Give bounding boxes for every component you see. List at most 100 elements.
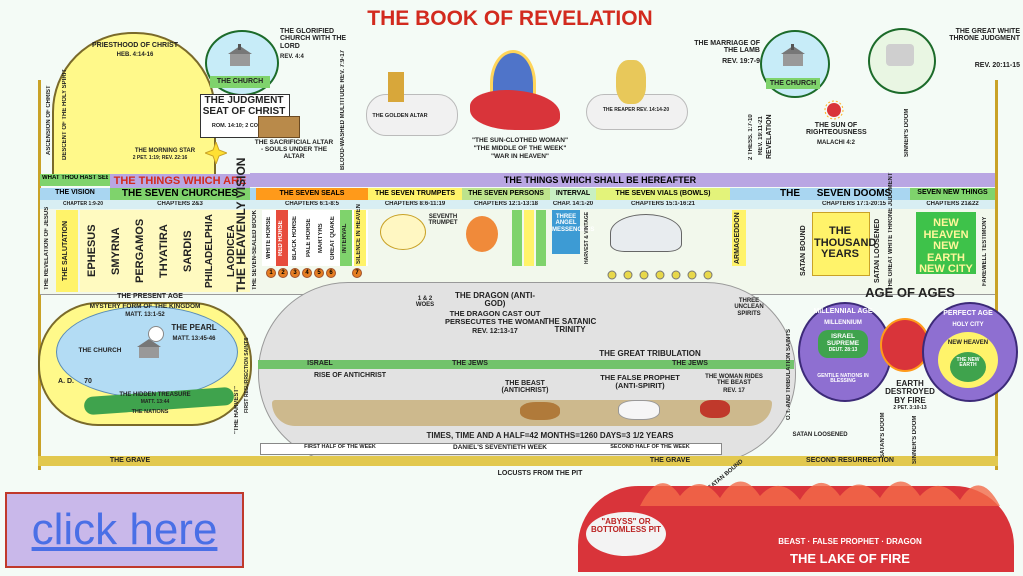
rev19-label: REV. 19:11-21 xyxy=(758,116,764,155)
glorified-label: THE GLORIFIED CHURCH WITH THE LORD xyxy=(280,28,347,50)
band-hereafter-bg xyxy=(250,173,995,187)
glorified-ref: REV. 4:4 xyxy=(280,54,304,60)
altar-icon xyxy=(258,116,300,138)
armageddon-label: ARMAGEDDON xyxy=(734,212,741,264)
tribulation-ellipse xyxy=(258,282,796,464)
lamb-beast-figure xyxy=(618,400,660,420)
middle-week-label: "THE MIDDLE OF THE WEEK" xyxy=(473,145,567,152)
seal-interval: INTERVAL xyxy=(342,223,348,253)
band-the: THE xyxy=(780,188,800,199)
second-resurrection-label: SECOND RESURRECTION xyxy=(806,457,894,464)
israel-supreme-bg xyxy=(818,330,868,358)
priesthood-label: PRIESTHOOD OF CHRIST xyxy=(92,42,178,49)
band-new-things-bg xyxy=(910,188,995,200)
ad-label: A. D. xyxy=(58,378,74,385)
church-label-right: THE CHURCH xyxy=(769,80,817,87)
church-label-right-bg xyxy=(766,78,820,89)
satanic-trinity-label: THE SATANIC TRINITY xyxy=(543,317,597,335)
woes-label: 1 & 2 WOES xyxy=(415,296,435,309)
beast-fp-label: BEAST · FALSE PROPHET · DRAGON xyxy=(778,537,922,546)
false-prophet-label: THE FALSE PROPHET (ANTI-SPIRIT) xyxy=(600,373,680,390)
new-heaven-right-label: NEW HEAVEN xyxy=(947,340,989,346)
band-seven-vials: THE SEVEN VIALS (BOWLS) xyxy=(615,190,711,197)
church-ephesus: EPHESUS xyxy=(86,224,98,278)
descent-label: DESCENT OF THE HOLY SPIRIT xyxy=(62,68,68,160)
sun-woman-label: "THE SUN-CLOTHED WOMAN" xyxy=(471,137,569,144)
beast-label: THE BEAST (ANTICHRIST) xyxy=(501,380,549,395)
mid-church-label: THE CHURCH xyxy=(78,347,122,354)
church-philadelphia: PHILADELPHIA xyxy=(204,214,215,288)
three-angel-label: THREE ANGEL MESSENGERS xyxy=(552,214,595,233)
first-resurrection-label: FIRST RESURRECTION SAINTS xyxy=(244,337,250,413)
great-throne-ref: REV. 20:11-15 xyxy=(974,62,1020,69)
great-throne-label: THE GREAT WHITE THRONE JUDGMENT xyxy=(949,28,1020,43)
grave-right-label: THE GRAVE xyxy=(649,457,691,464)
thousand-years-bg xyxy=(812,212,870,276)
golden-altar-icon xyxy=(388,72,404,102)
rise-antichrist-label: RISE OF ANTICHRIST xyxy=(313,372,387,379)
chapter-row-bg xyxy=(40,200,995,209)
band-seven-seals: THE SEVEN SEALS xyxy=(279,190,345,197)
seal-white-horse: WHITE HORSE xyxy=(266,216,272,260)
dragon-cast-label: THE DRAGON CAST OUT PERSECUTES THE WOMAN xyxy=(444,309,545,326)
locusts-label: LOCUSTS FROM THE PIT xyxy=(497,470,583,477)
band-things-are-bg xyxy=(110,174,250,188)
marriage-label: THE MARRIAGE OF THE LAMB xyxy=(694,40,760,55)
millennium-label: MILLENNIUM xyxy=(824,320,862,326)
chapter-15: CHAPTERS 15:1-16:21 xyxy=(630,201,696,207)
seal-number-2: 2 xyxy=(278,268,288,278)
lake-label: THE LAKE OF FIRE xyxy=(790,551,910,566)
age-of-ages-label: AGE OF AGES xyxy=(865,285,955,300)
war-heaven-label: "WAR IN HEAVEN" xyxy=(490,153,550,160)
band-interval-bg xyxy=(550,188,596,200)
times-label: TIMES, TIME AND A HALF=42 MONTHS=1260 DA… xyxy=(426,431,674,440)
band-seals-bg xyxy=(256,188,368,200)
judgment-seat-label: THE JUDGMENT SEAT OF CHRIST xyxy=(202,95,286,117)
armageddon-col-bg xyxy=(732,210,746,266)
new-heaven-label: NEW HEAVEN NEW EARTH NEW CITY xyxy=(919,217,973,276)
nations-label: THE NATIONS xyxy=(131,409,169,415)
chapter-8: CHAPTERS 8:6-11:19 xyxy=(384,201,446,207)
reaper-figure xyxy=(616,60,646,104)
woman-beast-figure xyxy=(700,400,730,418)
present-age-label: THE PRESENT AGE xyxy=(117,293,183,300)
ad-year: 70 xyxy=(84,378,92,385)
church-building-right-icon xyxy=(778,44,808,66)
band-vials-bg xyxy=(596,188,730,200)
grave-left-label: THE GRAVE xyxy=(109,457,151,464)
chapter-12: CHAPTERS 12:1-13:18 xyxy=(473,201,539,207)
satans-doom-label: SATAN'S DOOM xyxy=(880,412,886,458)
band-what-thou: WHAT THOU HAST SEEN xyxy=(42,175,108,181)
dragon-label: THE DRAGON (ANTI-GOD) xyxy=(455,291,535,309)
sun-ref: MALACHI 4:2 xyxy=(816,140,855,146)
jews-right-label: THE JEWS xyxy=(672,360,708,367)
star-icon xyxy=(203,140,229,166)
sacrificial-label: THE SACRIFICIAL ALTAR - SOULS UNDER THE … xyxy=(254,139,334,160)
col-seven-sealed: THE SEVEN-SEALED BOOK xyxy=(252,209,258,290)
band-seven-dooms: SEVEN DOOMS xyxy=(816,188,892,199)
israel-supreme-label: ISRAEL SUPREME xyxy=(826,333,860,347)
click-here-link[interactable]: click here xyxy=(5,492,244,568)
col-salutation: THE SALUTATION xyxy=(62,221,69,282)
earth-ref: 2 PET. 3:10-13 xyxy=(893,405,927,411)
reaper-cloud xyxy=(586,94,688,130)
great-tribulation-label: THE GREAT TRIBULATION xyxy=(599,349,701,358)
thousand-years-label: THE THOUSAND YEARS xyxy=(814,225,877,261)
multitude-label: BLOOD-WASHED MULTITUDE REV. 7:9-17 xyxy=(340,49,346,170)
mid-church-icon xyxy=(134,338,164,358)
persons-woman-figure xyxy=(466,216,498,252)
israel-jews-strip xyxy=(258,360,794,369)
sinners-doom-top: SINNER'S DOOM xyxy=(904,108,910,157)
first-half-label: FIRST HALF OF THE WEEK xyxy=(304,444,376,450)
week-bar xyxy=(260,443,722,455)
revelation-vert-label: REVELATION xyxy=(766,114,773,160)
churches-bg xyxy=(80,210,250,292)
throne-icon xyxy=(886,44,914,66)
seal-interval-bg xyxy=(340,210,352,266)
page-title: THE BOOK OF REVELATION xyxy=(367,7,653,30)
seal-number-4: 4 xyxy=(302,268,312,278)
band-seven-churches-bg xyxy=(110,188,250,200)
chapter-17: CHAPTERS 17:1-20:15 xyxy=(821,201,887,207)
farewell-col: FAREWELL TESTIMONY xyxy=(982,216,988,286)
